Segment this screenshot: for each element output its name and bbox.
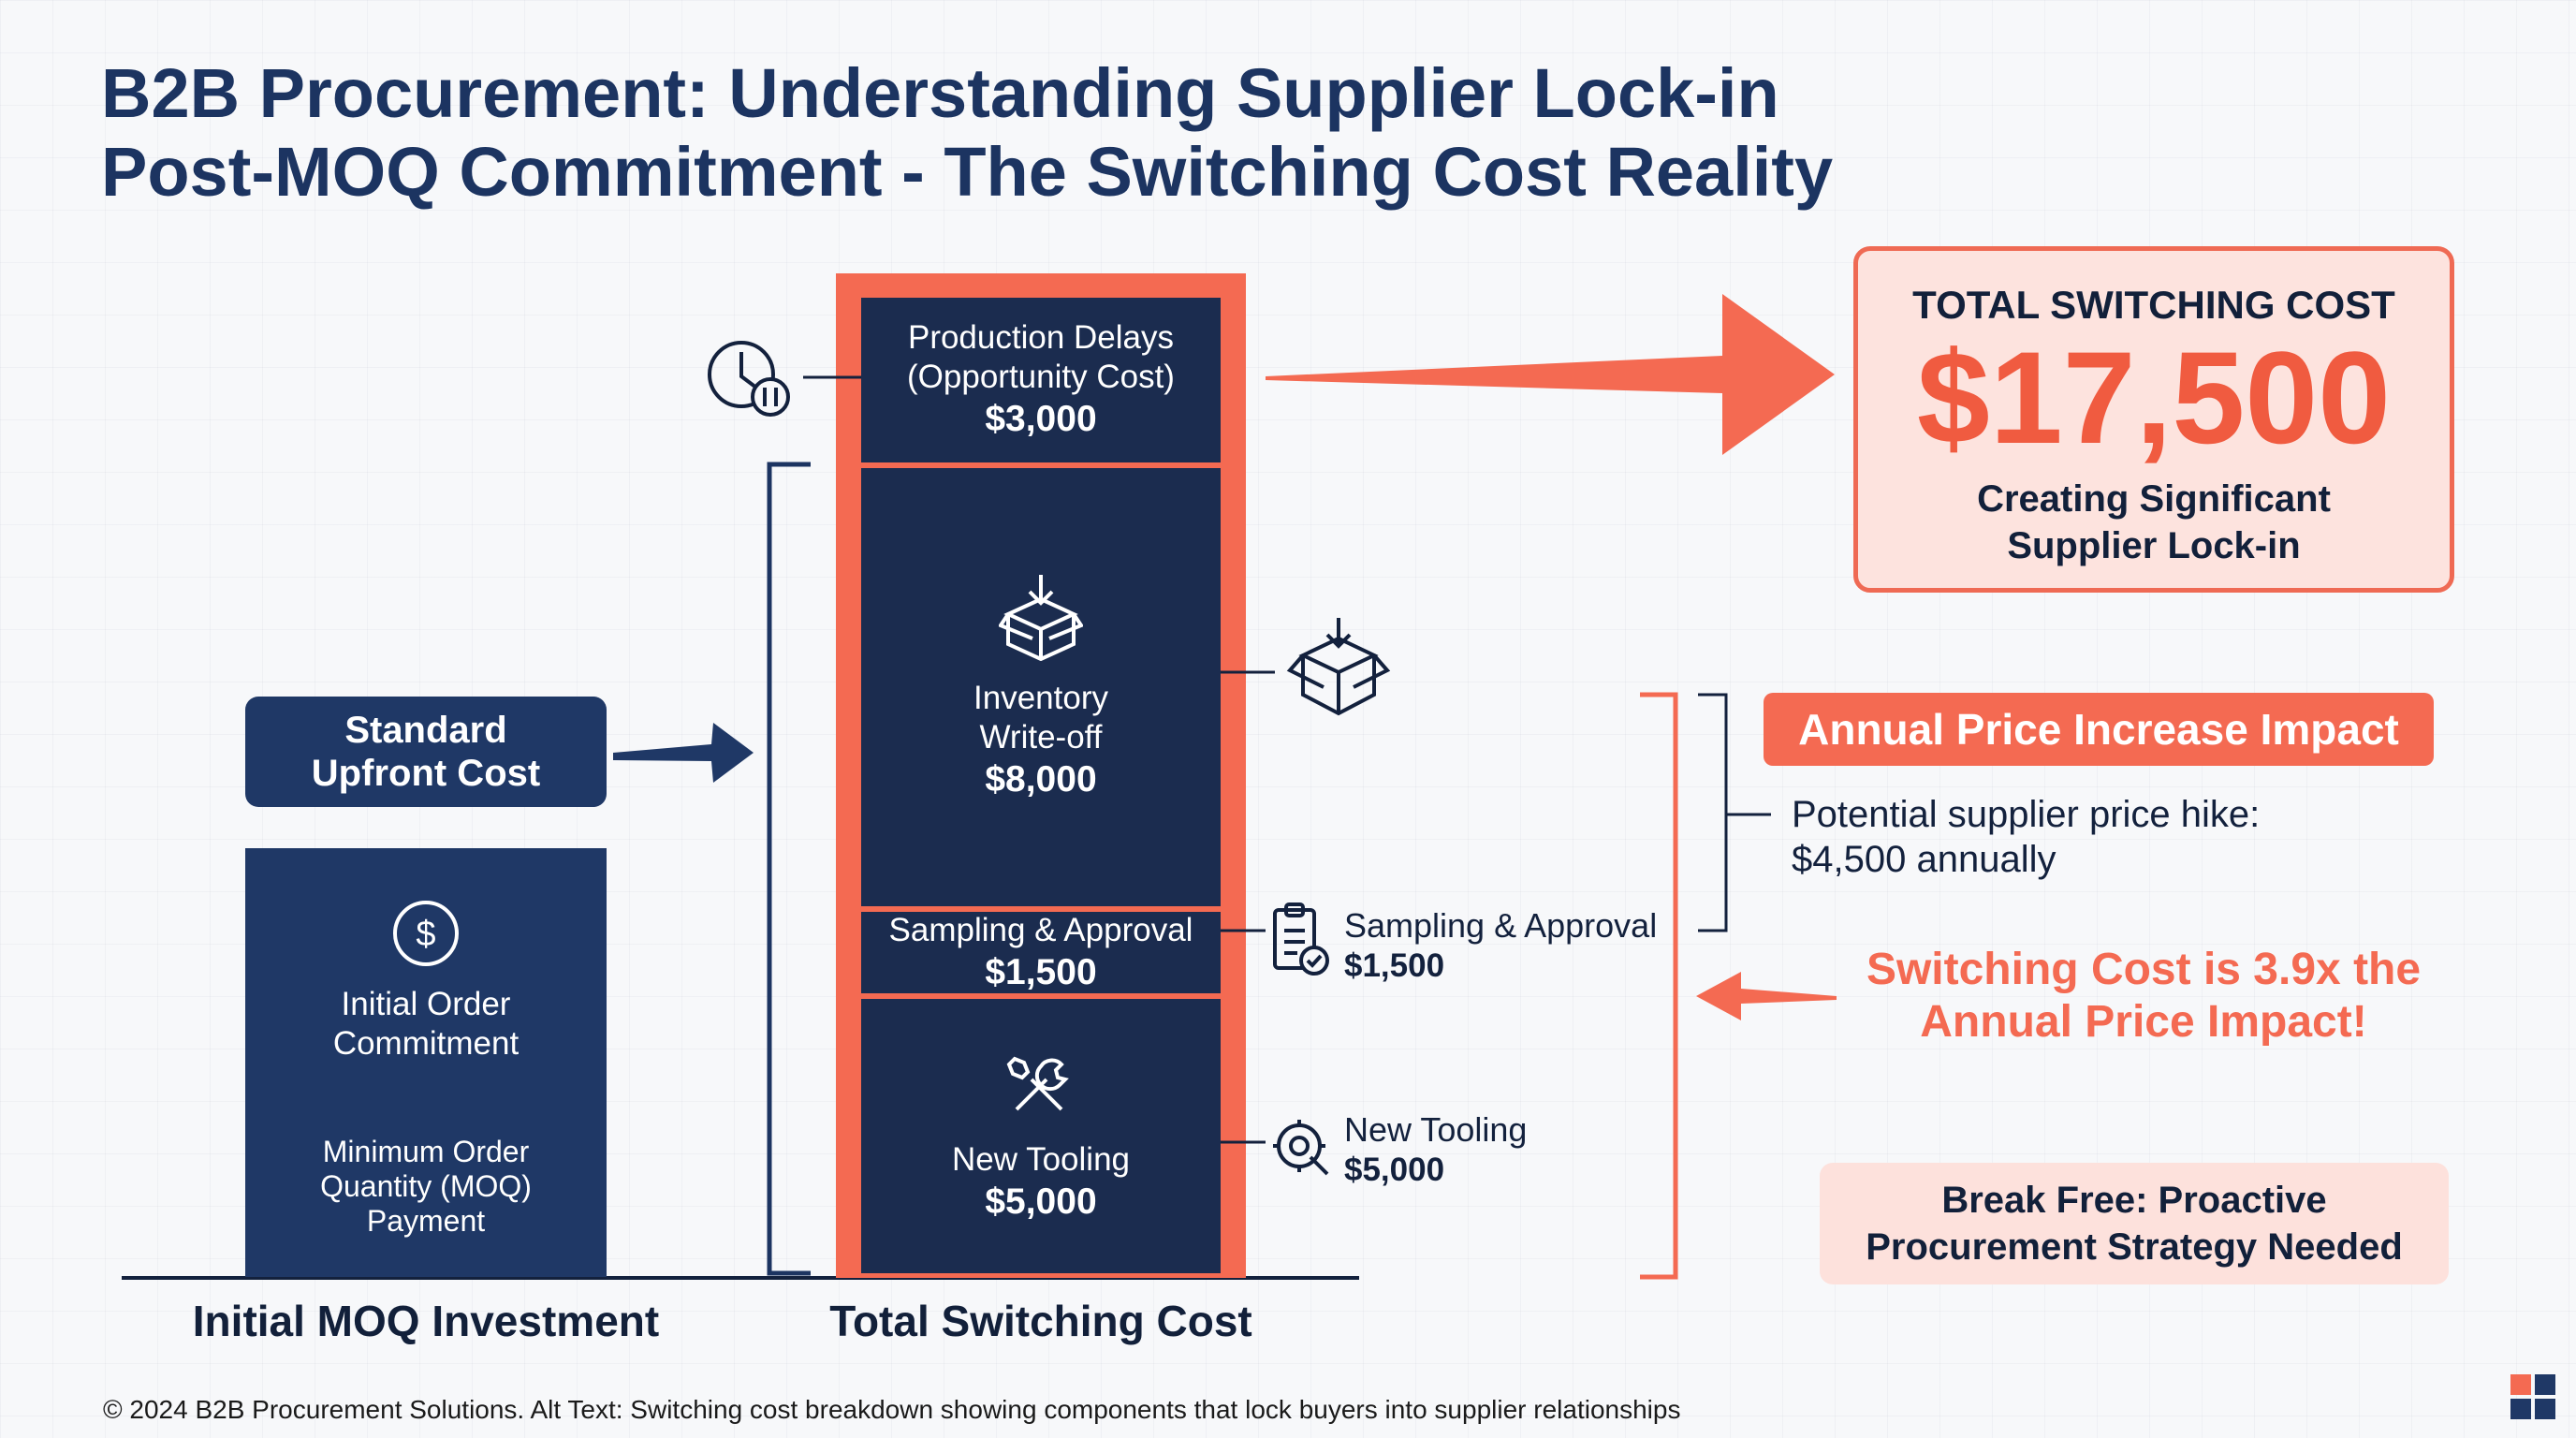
total-subtitle: Creating Significant Supplier Lock-in — [1858, 476, 2450, 569]
total-value: $17,500 — [1916, 324, 2392, 471]
segment-label: Production Delays — [907, 318, 1175, 356]
price-hike-line-1: Potential supplier price hike: — [1792, 794, 2261, 835]
moq-line-5: Payment — [366, 1204, 486, 1238]
ratio-line-2: Annual Price Impact! — [1920, 997, 2367, 1047]
side-sampling-value: $1,500 — [1344, 947, 1445, 984]
break-line-2: Procurement Strategy Needed — [1866, 1226, 2403, 1268]
moq-line-3: Minimum Order — [322, 1135, 530, 1168]
standard-arrow — [613, 723, 754, 783]
standard-line-1: Standard — [344, 710, 507, 751]
page-title: B2B Procurement: Understanding Supplier … — [101, 54, 2160, 212]
price-hike-text: Potential supplier price hike: $4,500 an… — [1792, 792, 2260, 882]
segment-value: $8,000 — [985, 759, 1097, 800]
big-total-arrow — [1266, 294, 1835, 455]
standard-line-2: Upfront Cost — [311, 753, 541, 794]
footer-text: © 2024 B2B Procurement Solutions. Alt Te… — [103, 1395, 1681, 1424]
segment-label: Inventory — [973, 680, 1108, 717]
initial-moq-bar: $ Initial Order Commitment Minimum Order… — [245, 848, 607, 1277]
box-download-icon — [997, 571, 1085, 666]
gear-tools-icon — [1273, 1120, 1329, 1176]
total-heading: TOTAL SWITCHING COST — [1912, 283, 2395, 327]
segment-value: $1,500 — [985, 951, 1097, 992]
segment-label: Write-off — [979, 719, 1103, 756]
annual-price-increase-box: Annual Price Increase Impact — [1764, 693, 2434, 766]
side-sampling-label: Sampling & Approval — [1344, 906, 1658, 945]
clipboard-check-icon — [1273, 902, 1329, 976]
segment-sampling-approval: Sampling & Approval$1,500 — [861, 912, 1221, 994]
svg-text:$: $ — [416, 915, 435, 954]
price-hike-line-2: $4,500 annually — [1792, 839, 2056, 880]
total-sub-2: Supplier Lock-in — [2007, 525, 2301, 566]
side-label-tooling: New Tooling $5,000 — [1344, 1110, 1527, 1190]
side-label-sampling: Sampling & Approval $1,500 — [1344, 906, 1657, 986]
segment-label: Sampling & Approval — [888, 911, 1193, 948]
title-line-2: Post-MOQ Commitment - The Switching Cost… — [101, 133, 1834, 211]
ratio-arrow — [1696, 972, 1837, 1020]
coral-bracket — [1640, 692, 1678, 1280]
box-download-icon — [1286, 618, 1391, 716]
ratio-line-1: Switching Cost is 3.9x the — [1866, 945, 2422, 994]
segment-label: New Tooling — [951, 1141, 1131, 1179]
tools-icon — [1003, 1048, 1078, 1127]
axis-label-initial: Initial MOQ Investment — [192, 1297, 660, 1345]
brand-logo — [2510, 1374, 2555, 1419]
axis-label-switching: Total Switching Cost — [829, 1297, 1252, 1345]
segment-label: (Opportunity Cost) — [907, 358, 1175, 395]
segment-new-tooling: New Tooling$5,000 — [861, 999, 1221, 1273]
side-tooling-label: New Tooling — [1344, 1110, 1528, 1149]
standard-upfront-cost-box: Standard Upfront Cost — [245, 697, 607, 807]
segment-value: $5,000 — [985, 1181, 1097, 1223]
break-line-1: Break Free: Proactive — [1941, 1180, 2327, 1221]
moq-line-4: Quantity (MOQ) — [320, 1169, 532, 1203]
total-sub-1: Creating Significant — [1977, 478, 2331, 520]
ratio-note: Switching Cost is 3.9x the Annual Price … — [1816, 944, 2471, 1049]
segment-value: $3,000 — [985, 398, 1097, 439]
dollar-icon: $ — [393, 901, 459, 966]
left-bracket — [767, 462, 811, 1276]
segment-production-delays: Production Delays(Opportunity Cost)$3,00… — [861, 298, 1221, 462]
clock-pause-icon — [708, 341, 790, 417]
side-tooling-value: $5,000 — [1344, 1152, 1445, 1188]
total-switching-cost-box: TOTAL SWITCHING COST $17,500 Creating Si… — [1853, 246, 2454, 593]
moq-line-2: Commitment — [332, 1025, 520, 1062]
break-free-box: Break Free: Proactive Procurement Strate… — [1820, 1163, 2449, 1284]
moq-line-1: Initial Order — [341, 986, 511, 1022]
title-line-1: B2B Procurement: Understanding Supplier … — [101, 54, 1779, 132]
navy-bracket — [1698, 693, 1728, 932]
